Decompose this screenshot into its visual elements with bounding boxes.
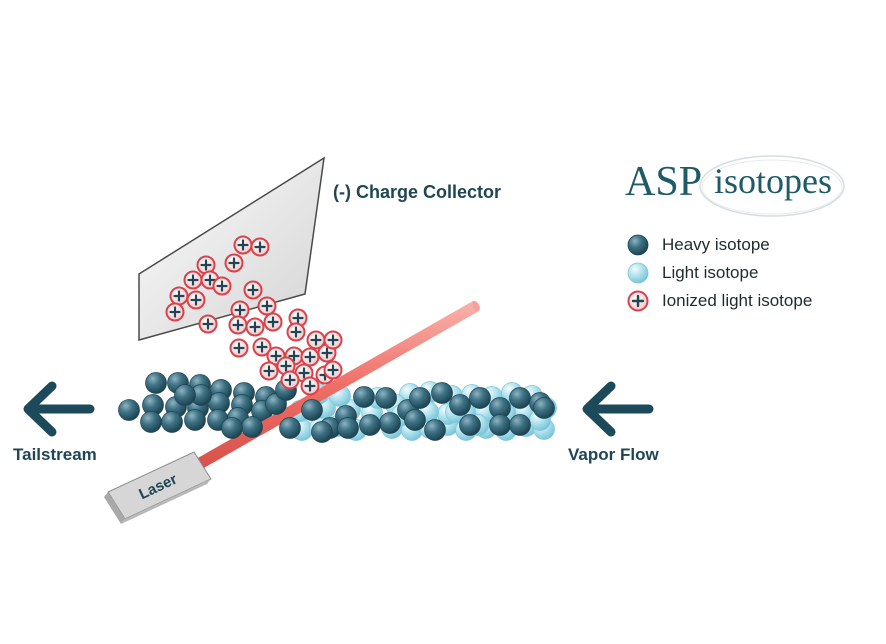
ionized-isotope-particle (229, 338, 249, 358)
heavy-isotope-particle (359, 414, 381, 436)
arrow-left-icon (582, 381, 654, 437)
ionized-isotope-particle (183, 270, 203, 290)
heavy-isotope-particle (221, 417, 243, 439)
logo-isotopes-text: isotopes (714, 161, 833, 201)
ionized-isotope-cloud (165, 235, 343, 396)
ionized-isotope-particle (243, 280, 263, 300)
logo-asp-text: ASP (625, 159, 703, 205)
heavy-isotope-particle (431, 382, 453, 404)
ionized-isotope-particle (323, 330, 343, 350)
ionized-isotope-particle (252, 337, 272, 357)
ionized-isotope-particle (224, 253, 244, 273)
heavy-isotope-particle (353, 386, 375, 408)
vapor-flow-label: Vapor Flow (568, 445, 659, 464)
heavy-isotope-stream-front (221, 379, 555, 443)
heavy-isotope-particle (184, 409, 206, 431)
heavy-isotope-particle (404, 409, 426, 431)
heavy-isotope-particle (145, 372, 167, 394)
heavy-isotope-particle (533, 397, 555, 419)
laser-beam (196, 300, 480, 469)
ionized-isotope-particle (286, 322, 306, 342)
ionized-isotope-particle (263, 312, 283, 332)
ionized-isotope-particle (233, 235, 253, 255)
tailstream-label: Tailstream (13, 445, 97, 464)
ionized-isotope-particle (196, 255, 216, 275)
heavy-isotope-particle (375, 387, 397, 409)
heavy-isotope-particle (174, 384, 196, 406)
ionized-isotope-particle (280, 370, 300, 390)
legend-label: Ionized light isotope (662, 291, 813, 310)
arrow-left-icon (23, 381, 95, 437)
ionized-isotope-particle (250, 237, 270, 257)
heavy-isotope-stream-back (118, 372, 277, 433)
ionized-isotope-particle (300, 376, 320, 396)
legend-label: Light isotope (662, 263, 759, 282)
heavy-isotope-particle (509, 387, 531, 409)
heavy-isotope-particle (140, 411, 162, 433)
heavy-isotope-icon (627, 234, 649, 256)
ionized-isotope-particle (259, 361, 279, 381)
legend-label: Heavy isotope (662, 235, 770, 254)
heavy-isotope-particle (279, 417, 301, 439)
heavy-isotope-particle (118, 399, 140, 421)
heavy-isotope-particle (409, 387, 431, 409)
ionized-isotope-particle (198, 314, 218, 334)
ionized-isotope-particle (300, 347, 320, 367)
ionized-isotope-particle (288, 308, 308, 328)
asp-isotopes-logo: ASP isotopes (622, 146, 852, 228)
ionized-isotope-particle (306, 330, 326, 350)
ionized-isotope-particle (228, 315, 248, 335)
heavy-isotope-particle (459, 414, 481, 436)
heavy-isotope-particle (469, 387, 491, 409)
charge-collector-label: (-) Charge Collector (333, 182, 502, 202)
heavy-isotope-particle (311, 421, 333, 443)
heavy-isotope-particle (161, 411, 183, 433)
ionized-isotope-particle (186, 290, 206, 310)
heavy-isotope-particle (301, 399, 323, 421)
logo-swoosh (699, 155, 845, 217)
ionized-isotope-icon (627, 290, 649, 312)
heavy-isotope-particle (241, 416, 263, 438)
ionized-isotope-particle (212, 276, 232, 296)
ionized-isotope-particle (165, 302, 185, 322)
light-isotope-icon (627, 262, 649, 284)
laser-device: Laser (104, 451, 212, 524)
heavy-isotope-particle (337, 417, 359, 439)
heavy-isotope-particle (379, 412, 401, 434)
ionized-isotope-particle (169, 286, 189, 306)
ionized-isotope-particle (230, 300, 250, 320)
heavy-isotope-particle (424, 419, 446, 441)
ionized-isotope-particle (245, 317, 265, 337)
ionized-isotope-particle (323, 360, 343, 380)
ionized-isotope-particle (257, 296, 277, 316)
heavy-isotope-particle (509, 414, 531, 436)
heavy-isotope-particle (489, 414, 511, 436)
heavy-isotope-particle (449, 394, 471, 416)
